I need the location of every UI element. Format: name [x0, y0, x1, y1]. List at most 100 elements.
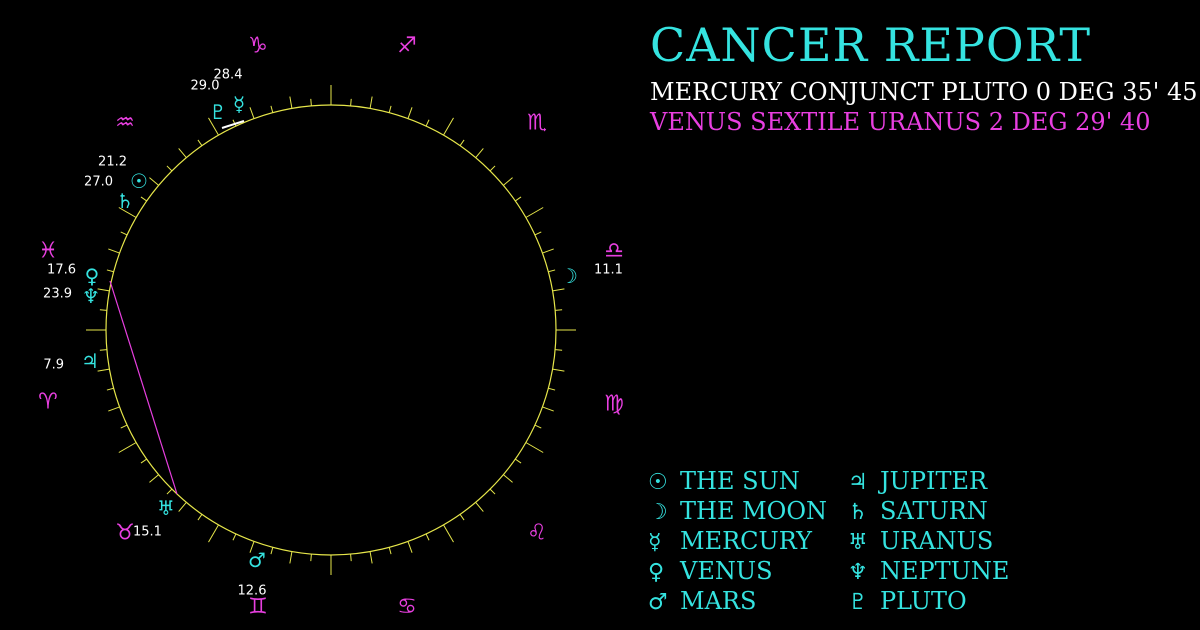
wheel-tick: [555, 309, 563, 311]
wheel-tick: [178, 148, 187, 158]
wheel-tick: [232, 533, 237, 541]
wheel-tick: [120, 424, 128, 429]
wheel-tick: [443, 524, 454, 543]
planet-sun-icon: ☉: [130, 169, 148, 193]
aspect-line-venus-uranus: [109, 280, 178, 495]
wheel-tick: [108, 406, 120, 412]
sign-virgo-icon: ♍: [604, 392, 624, 417]
wheel-tick: [249, 107, 255, 119]
mercury-icon: ☿: [648, 530, 662, 555]
wheel-tick: [459, 514, 465, 521]
wheel-tick: [369, 551, 373, 564]
wheel-tick: [552, 368, 565, 372]
planet-venus-icon: ♀: [85, 264, 100, 288]
wheel-tick: [106, 387, 114, 391]
wheel-tick: [289, 96, 293, 109]
wheel-tick: [542, 248, 554, 254]
wheel-tick: [388, 547, 392, 555]
wheel-tick: [97, 368, 110, 372]
legend-item-neptune: ♆NEPTUNE: [848, 556, 1048, 586]
legend-item-saturn: ♄SATURN: [848, 496, 1048, 526]
wheel-tick: [542, 406, 554, 412]
planet-jupiter-icon: ♃: [81, 349, 99, 373]
report-title: CANCER REPORT: [650, 18, 1092, 72]
legend-item-mercury: ☿MERCURY: [648, 526, 848, 556]
planet-pluto-degree: 29.0: [191, 79, 220, 94]
wheel-tick: [475, 148, 484, 158]
saturn-icon: ♄: [848, 500, 868, 525]
wheel-tick: [197, 514, 203, 521]
wheel-tick: [555, 349, 563, 351]
planet-neptune-degree: 23.9: [43, 287, 72, 302]
wheel-tick: [548, 269, 556, 273]
wheel-tick: [178, 502, 187, 512]
sign-libra-icon: ♎: [604, 239, 624, 264]
wheel-tick: [270, 547, 274, 555]
wheel-tick: [270, 105, 274, 113]
sun-icon: ☉: [648, 470, 668, 495]
wheel-tick: [425, 533, 430, 541]
planet-neptune-icon: ♆: [82, 284, 100, 308]
wheel-tick: [197, 139, 203, 146]
moon-icon: ☽: [648, 500, 668, 525]
wheel-tick: [208, 117, 219, 136]
wheel-tick: [208, 524, 219, 543]
sign-cancer-icon: ♋: [397, 595, 417, 620]
wheel-tick: [515, 458, 522, 464]
wheel-tick: [166, 165, 173, 172]
wheel-tick: [106, 269, 114, 273]
planet-saturn-icon: ♄: [116, 189, 134, 213]
uranus-icon: ♅: [848, 530, 868, 555]
wheel-tick: [120, 231, 128, 236]
planet-moon-degree: 11.1: [594, 263, 623, 278]
sign-aquarius-icon: ♒: [115, 111, 135, 136]
wheel-tick: [407, 541, 413, 553]
legend-item-pluto: ♇PLUTO: [848, 586, 1048, 616]
wheel-tick: [140, 458, 147, 464]
planet-markers: ♇29.0☿28.4☉21.2♄27.0♀17.6♆23.9♃7.9☽11.1♅…: [43, 68, 623, 599]
wheel-tick: [310, 98, 312, 106]
wheel-tick: [118, 442, 137, 453]
wheel-tick: [503, 474, 513, 483]
legend-item-uranus: ♅URANUS: [848, 526, 1048, 556]
wheel-tick: [459, 139, 465, 146]
wheel-tick: [249, 541, 255, 553]
wheel-tick: [525, 442, 544, 453]
wheel-tick: [525, 207, 544, 218]
sign-gemini-icon: ♊: [248, 595, 268, 620]
wheel-tick: [140, 196, 147, 202]
astrology-wheel: ♑♐♏♎♍♌♋♊♉♈♓♒ ♇29.0☿28.4☉21.2♄27.0♀17.6♆2…: [38, 34, 624, 620]
mars-icon: ♂: [648, 590, 668, 615]
wheel-tick: [99, 309, 107, 311]
wheel-tick: [489, 165, 496, 172]
zodiac-signs: ♑♐♏♎♍♌♋♊♉♈♓♒: [38, 34, 624, 620]
conjunction-marks: [221, 120, 245, 129]
wheel-tick: [232, 119, 237, 127]
planet-mars-degree: 12.6: [238, 584, 267, 599]
wheel-tick: [489, 488, 496, 495]
wheel-tick: [515, 196, 522, 202]
legend-column-1: ☉THE SUN ☽THE MOON ☿MERCURY ♀VENUS ♂MARS: [648, 466, 848, 616]
wheel-tick: [99, 349, 107, 351]
pluto-icon: ♇: [848, 590, 868, 615]
wheel-tick: [166, 488, 173, 495]
jupiter-icon: ♃: [848, 470, 868, 495]
wheel-tick: [118, 207, 137, 218]
wheel-tick: [443, 117, 454, 136]
planet-uranus-icon: ♅: [157, 496, 175, 520]
wheel-tick: [350, 554, 352, 562]
wheel-tick: [548, 387, 556, 391]
planet-uranus-degree: 15.1: [133, 525, 162, 540]
wheel-tick: [475, 502, 484, 512]
sign-capricorn-icon: ♑: [248, 34, 268, 59]
legend-item-venus: ♀VENUS: [648, 556, 848, 586]
legend-column-2: ♃JUPITER ♄SATURN ♅URANUS ♆NEPTUNE ♇PLUTO: [848, 466, 1048, 616]
legend-item-sun: ☉THE SUN: [648, 466, 848, 496]
wheel-tick: [149, 177, 159, 186]
planet-legend: ☉THE SUN ☽THE MOON ☿MERCURY ♀VENUS ♂MARS…: [648, 466, 1028, 626]
planet-venus-degree: 17.6: [47, 263, 76, 278]
sign-sagittarius-icon: ♐: [397, 34, 417, 59]
wheel-tick: [534, 424, 542, 429]
wheel-tick: [503, 177, 513, 186]
legend-item-moon: ☽THE MOON: [648, 496, 848, 526]
